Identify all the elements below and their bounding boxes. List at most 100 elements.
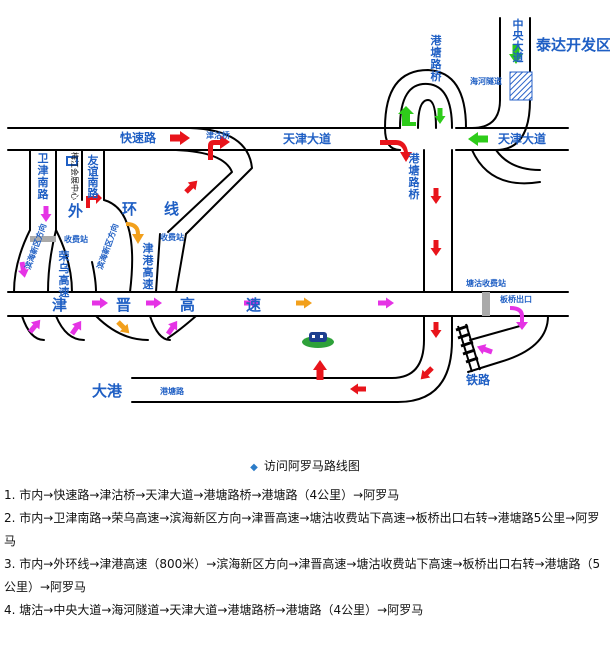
arrow-green-up-bridge <box>398 106 416 126</box>
vertical-label-char: 港 <box>431 33 443 47</box>
vertical-label-char: 桥 <box>409 187 421 201</box>
label-jinjin-1: 津 <box>52 296 67 314</box>
arrow-green-left-tianjin <box>468 132 488 146</box>
label-dagang: 大港 <box>92 382 123 400</box>
arrow-magenta-lower-1 <box>25 316 45 336</box>
vertical-label-char: 速 <box>59 285 70 299</box>
label-jingang-highway: 津港高速 <box>143 241 155 291</box>
vertical-label-char: 央 <box>513 28 525 42</box>
map-caption: ◆ 访问阿罗马路线图 <box>0 457 610 474</box>
arrow-magenta-lower-2 <box>67 317 86 338</box>
toll-gates <box>30 236 490 316</box>
label-railway: 铁路 <box>466 372 491 387</box>
arrow-red-youyi <box>86 192 102 208</box>
bullet-icon: ◆ <box>250 462 258 473</box>
vertical-label-char: 友 <box>88 153 99 167</box>
vertical-label-char: 荣 <box>58 249 71 263</box>
route-map: 梅江会展中心 <box>7 17 610 403</box>
green-arrows <box>398 44 523 146</box>
toll-gate-tanggu <box>482 292 490 316</box>
route-item: 1. 市内→快速路→津沽桥→天津大道→港塘路桥→港塘路（4公里）→阿罗马 <box>4 488 400 502</box>
vertical-label-char: 路 <box>409 175 421 189</box>
label-binhai-dir-1: 滨海新区方向 <box>22 222 48 271</box>
vertical-label-char: 港 <box>143 253 155 267</box>
vertical-label-char: 津 <box>38 163 49 177</box>
label-binhai-dir-2: 滨海新区方向 <box>94 222 120 271</box>
arrow-red-down-2 <box>430 240 442 256</box>
arrow-red-outer-ring <box>182 176 202 196</box>
vertical-label-char: 中 <box>513 17 524 31</box>
orange-arrows <box>114 222 312 338</box>
vertical-label-char: 速 <box>143 277 154 291</box>
label-toll-mid: 收费站 <box>160 232 184 242</box>
exhibition-center-sign: 梅江会展中心 <box>66 152 80 200</box>
arrow-magenta-1 <box>92 297 108 309</box>
label-toll-tanggu: 塘沽收费站 <box>466 278 506 288</box>
route-item: 3. 市内→外环线→津港高速（800米）→滨海新区方向→津晋高速→塘沽收费站下高… <box>4 557 601 594</box>
arrow-magenta-2 <box>146 297 162 309</box>
vertical-label-char: 路 <box>431 57 443 71</box>
label-haihe-tunnel: 海河隧道 <box>470 76 502 86</box>
arrow-red-left <box>350 383 366 395</box>
vertical-label-char: 桥 <box>431 69 443 83</box>
vertical-label-char: 高 <box>59 273 70 287</box>
haihe-tunnel-hatch <box>509 71 533 101</box>
arrow-magenta-4 <box>378 297 394 309</box>
arrow-orange-jingang <box>126 222 144 244</box>
vertical-label-char: 塘 <box>409 163 420 177</box>
label-ganggang-bridge: 港塘路桥 <box>431 33 443 83</box>
label-weijin-south: 卫津南路 <box>38 152 50 201</box>
railway-track <box>455 323 481 373</box>
caption-text: 访问阿罗马路线图 <box>263 459 360 473</box>
magenta-arrows <box>16 206 528 358</box>
label-caiwu-highway: 荣乌高速 <box>58 249 71 299</box>
vertical-label-char: 道 <box>513 50 524 64</box>
vertical-label-char: 路 <box>38 187 50 201</box>
vertical-label-char: 高 <box>143 265 154 279</box>
vertical-label-char: 津 <box>143 241 154 255</box>
vertical-label-char: 南 <box>38 175 49 189</box>
arrow-magenta-banqiao <box>510 306 528 330</box>
vertical-label-char: 乌 <box>59 261 70 275</box>
label-outer-ring-1: 外 <box>67 202 83 220</box>
arrow-red-jingu <box>208 135 230 160</box>
arrow-red-diag <box>416 364 436 384</box>
label-tianjin-dadao-top: 天津大道 <box>283 131 331 146</box>
label-jinjin-3: 高 <box>180 296 195 314</box>
route-item: 4. 塘沽→中央大道→海河隧道→天津大道→港塘路桥→港塘路（4公里）→阿罗马 <box>4 603 424 617</box>
route-list: 1. 市内→快速路→津沽桥→天津大道→港塘路桥→港塘路（4公里）→阿罗马 2. … <box>4 484 604 622</box>
vertical-label-char: 港 <box>409 151 421 165</box>
label-banqiao-exit: 板桥出口 <box>500 294 532 304</box>
arrow-orange-1 <box>296 297 312 309</box>
label-tianjin-dadao-right: 天津大道 <box>498 131 546 146</box>
label-outer-ring-3: 线 <box>164 200 179 218</box>
vertical-label-char: 塘 <box>431 45 442 59</box>
vertical-label-char: 卫 <box>38 152 49 165</box>
label-jinjin-4: 速 <box>246 296 261 314</box>
vertical-label-char: 南 <box>88 175 99 189</box>
road-network <box>7 17 569 403</box>
label-jinjin-2: 晋 <box>116 296 131 314</box>
label-jingu-bridge: 津沽桥 <box>206 130 231 140</box>
label-gangtang-road: 港塘路 <box>160 386 185 396</box>
aroma-destination-icon <box>302 332 334 348</box>
label-taida: 泰达开发区 <box>535 36 610 54</box>
vertical-label-char: 路 <box>88 186 100 200</box>
arrow-red-kuaisu <box>170 131 190 145</box>
label-outer-ring-2: 环 <box>122 200 137 218</box>
label-zhongyang: 中央大道 <box>513 17 525 64</box>
red-arrows <box>86 131 442 395</box>
vertical-label-char: 谊 <box>88 164 99 178</box>
toll-gate-left <box>30 236 56 242</box>
arrow-red-turn-gangtang <box>380 140 412 162</box>
label-toll-left: 收费站 <box>64 234 88 244</box>
arrow-red-down-1 <box>430 188 442 204</box>
route-item: 2. 市内→卫津南路→荣乌高速→滨海新区方向→津晋高速→塘沽收费站下高速→板桥出… <box>4 511 600 548</box>
vertical-label-char: 大 <box>513 39 524 53</box>
arrow-red-down-3 <box>430 322 442 338</box>
label-ganggang-road-mid: 港塘路桥 <box>409 151 421 201</box>
arrow-magenta-exit <box>475 341 494 358</box>
exhibition-center-label: 梅江会展中心 <box>70 152 80 200</box>
arrow-magenta-weijin <box>40 206 52 222</box>
